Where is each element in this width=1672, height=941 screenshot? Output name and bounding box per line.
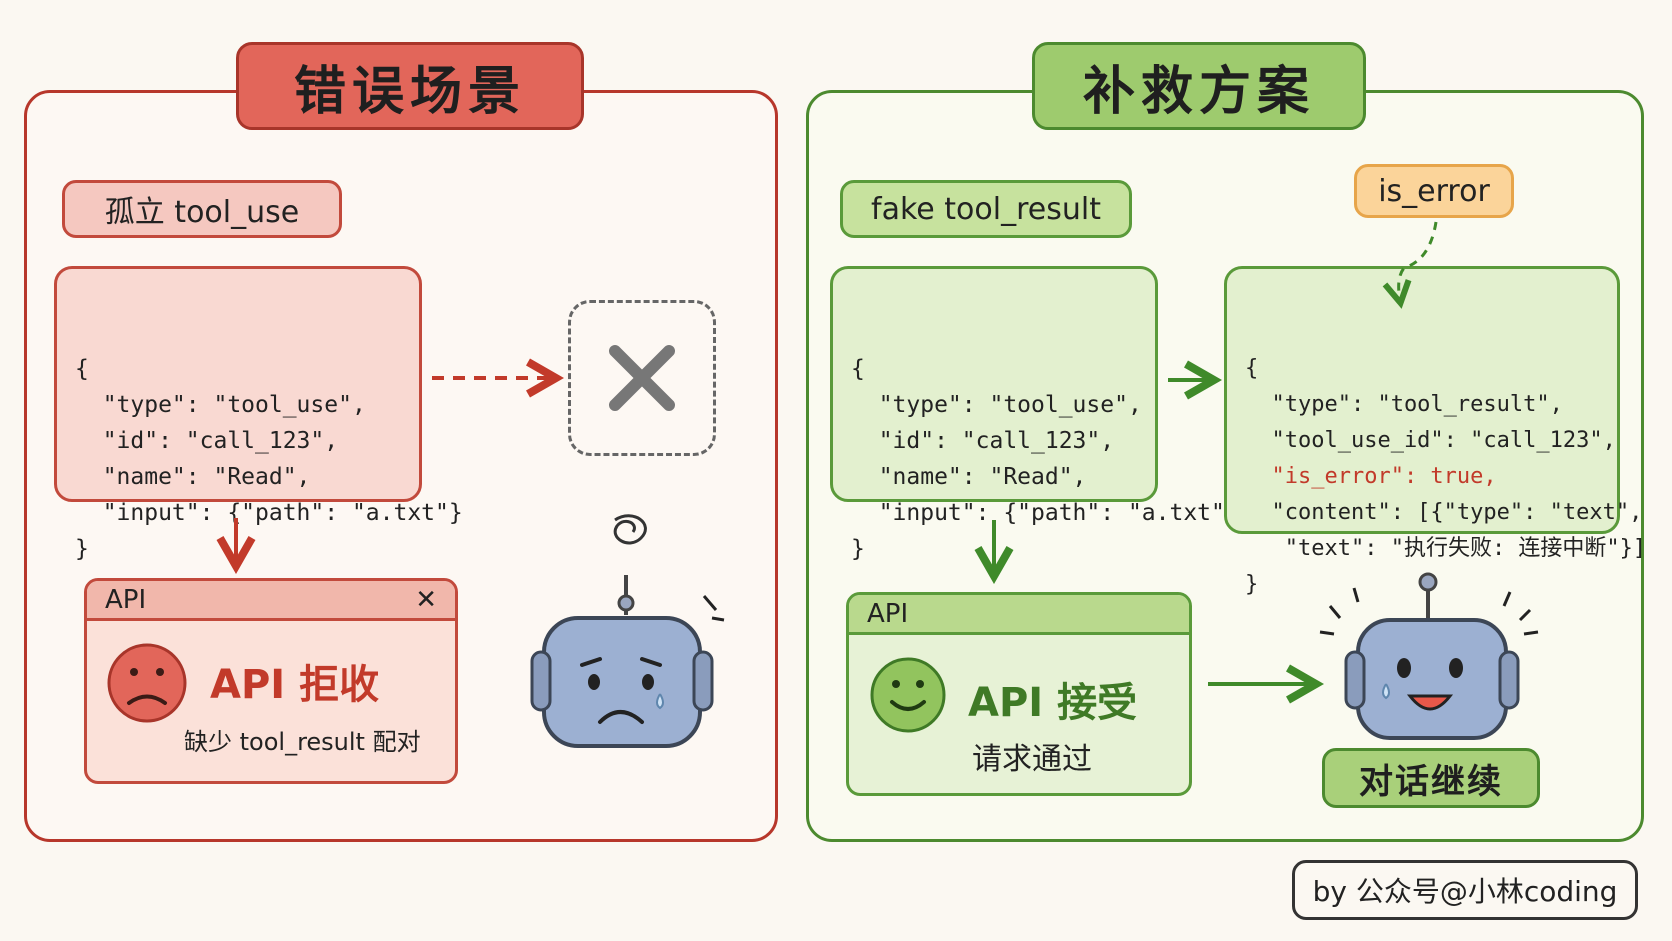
dashed-arrow <box>1399 221 1438 300</box>
code-line: { <box>1245 356 1259 381</box>
orphan-tool-use-label: 孤立 tool_use <box>62 180 342 238</box>
cross-icon <box>609 345 675 411</box>
confused-robot-icon <box>530 514 725 748</box>
happy-robot-icon <box>1319 572 1539 740</box>
is-error-line: "is_error": true, <box>1245 464 1497 489</box>
api-title-bar: API <box>849 595 1189 635</box>
code-line: "type": "tool_use", <box>75 392 366 418</box>
code-line: } <box>75 536 89 562</box>
api-reject-text: API 拒收 <box>210 662 380 708</box>
code-line: "text": "执行失败: 连接中断"}] <box>1245 536 1647 561</box>
code-line: } <box>1245 572 1259 597</box>
code-line: "type": "tool_result", <box>1245 392 1563 417</box>
code-line: "name": "Read", <box>75 464 311 490</box>
api-reject-reason: 缺少 tool_result 配对 <box>184 728 421 756</box>
api-bar-label: API <box>105 584 147 615</box>
tool-use-code: { "type": "tool_use", "id": "call_123", … <box>830 266 1239 562</box>
sad-face-icon <box>107 643 187 723</box>
api-accept-text: API 接受 <box>968 680 1138 726</box>
api-title-bar: API ✕ <box>87 581 455 621</box>
api-bar-label: API <box>867 598 909 629</box>
remedy-title: 补救方案 <box>1032 42 1366 130</box>
close-icon[interactable]: ✕ <box>415 584 437 615</box>
code-line: "name": "Read", <box>851 464 1087 490</box>
code-line: "id": "call_123", <box>75 428 339 454</box>
code-line: "id": "call_123", <box>851 428 1115 454</box>
orphan-tool-use-code: { "type": "tool_use", "id": "call_123", … <box>54 266 463 562</box>
code-line: "tool_use_id": "call_123", <box>1245 428 1616 453</box>
conversation-continue-tag: 对话继续 <box>1322 748 1540 808</box>
missing-result-box <box>568 300 716 456</box>
smile-face-icon <box>870 657 946 733</box>
fake-tool-result-code: { "type": "tool_result", "tool_use_id": … <box>1224 266 1646 597</box>
code-line: "type": "tool_use", <box>851 392 1142 418</box>
code-line: } <box>851 536 865 562</box>
fake-tool-result-label: fake tool_result <box>840 180 1132 238</box>
code-line: { <box>851 356 865 382</box>
author-credit: by 公众号@小林coding <box>1292 860 1638 920</box>
error-scenario-title: 错误场景 <box>236 42 584 130</box>
api-accept-reason: 请求通过 <box>972 742 1092 777</box>
is-error-label: is_error <box>1354 164 1514 218</box>
code-line: { <box>75 356 89 382</box>
